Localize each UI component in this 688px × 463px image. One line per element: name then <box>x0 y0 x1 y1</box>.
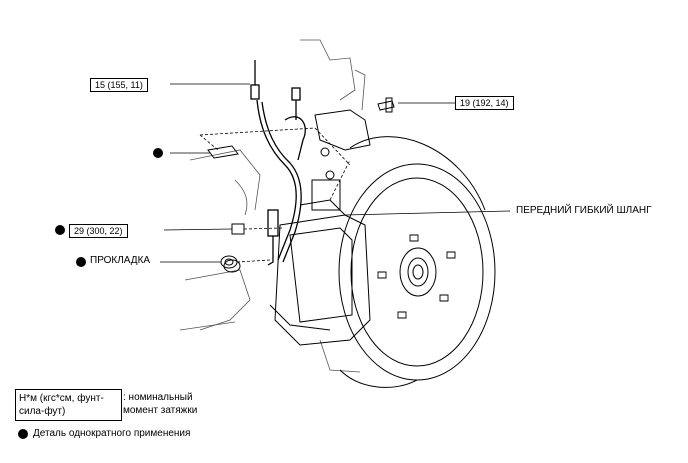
front-flexible-hose-label: ПЕРЕДНИЙ ГИБКИЙ ШЛАНГ <box>516 205 652 216</box>
hose-clip <box>207 145 239 159</box>
non-reusable-legend-text: Деталь однократного применения <box>33 428 191 439</box>
alignment-lines <box>199 127 351 263</box>
torque-units-meaning: : номинальный момент затяжки <box>123 392 198 416</box>
torque-units-legend: Н*м (кгс*см, фунт-сила-фут) <box>15 389 122 421</box>
non-reusable-marker-clip <box>153 148 163 158</box>
brake-disc <box>338 136 496 388</box>
suspension-background <box>179 39 366 373</box>
non-reusable-marker-bolt <box>55 225 65 235</box>
bolts <box>220 97 395 273</box>
torque-callout-left: 29 (300, 22) <box>69 224 128 238</box>
gasket-label: ПРОКЛАДКА <box>90 255 151 266</box>
leader-lines <box>160 83 511 263</box>
torque-callout-top: 15 (155, 11) <box>90 78 148 92</box>
brake-caliper <box>269 179 371 346</box>
flexible-brake-hose <box>250 60 306 266</box>
torque-callout-right: 19 (192, 14) <box>455 96 514 110</box>
non-reusable-legend-marker <box>18 429 28 439</box>
non-reusable-marker-gasket <box>76 257 86 267</box>
caliper-bracket <box>314 109 371 180</box>
wheel-studs <box>377 234 456 319</box>
